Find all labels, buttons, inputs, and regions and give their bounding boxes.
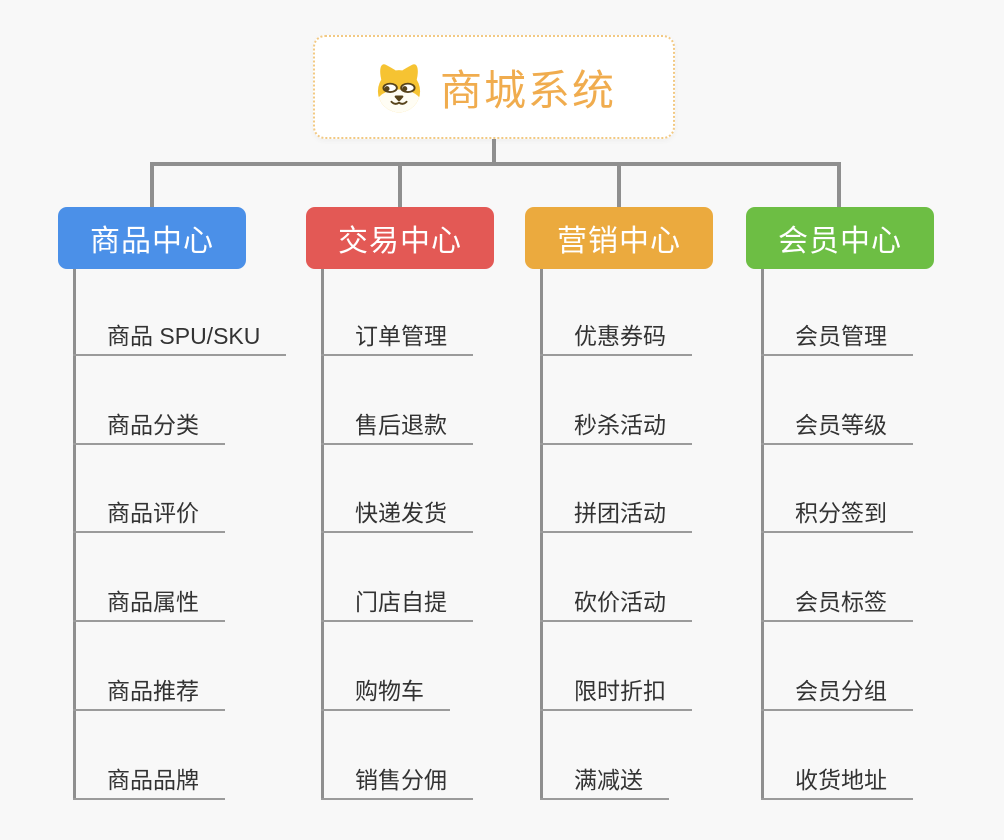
root-node[interactable]: 商城系统 <box>313 35 675 139</box>
branch-trunk <box>540 269 543 800</box>
branch-member-center: 会员中心 会员管理 会员等级 积分签到 会员标签 会员分组 收货地址 <box>746 207 934 800</box>
leaf-node[interactable]: 优惠券码 <box>540 323 692 356</box>
leaf-node[interactable]: 会员等级 <box>761 412 913 445</box>
branch-node[interactable]: 营销中心 <box>525 207 713 269</box>
doge-dog-icon <box>372 60 426 114</box>
leaf-node[interactable]: 会员标签 <box>761 589 913 622</box>
connector-drop-4 <box>837 162 841 208</box>
branch-node[interactable]: 交易中心 <box>306 207 494 269</box>
branch-trunk <box>321 269 324 800</box>
leaf-node[interactable]: 拼团活动 <box>540 500 692 533</box>
leaf-node[interactable]: 商品分类 <box>73 412 225 445</box>
branch-product-center: 商品中心 商品 SPU/SKU 商品分类 商品评价 商品属性 商品推荐 商品品牌 <box>58 207 287 800</box>
leaf-node[interactable]: 会员分组 <box>761 678 913 711</box>
root-title: 商城系统 <box>439 66 616 114</box>
leaf-node[interactable]: 积分签到 <box>761 500 913 533</box>
leaf-node[interactable]: 商品 SPU/SKU <box>73 323 287 356</box>
branch-node[interactable]: 商品中心 <box>58 207 246 269</box>
branch-trunk <box>73 269 76 800</box>
leaf-node[interactable]: 销售分佣 <box>321 767 473 800</box>
connector-drop-3 <box>617 162 621 208</box>
leaf-node[interactable]: 订单管理 <box>321 323 473 356</box>
connector-root-drop <box>492 139 496 166</box>
leaf-node[interactable]: 快递发货 <box>321 500 473 533</box>
leaf-node[interactable]: 商品推荐 <box>73 678 225 711</box>
connector-bus <box>150 162 840 166</box>
leaf-node[interactable]: 限时折扣 <box>540 678 692 711</box>
leaf-node[interactable]: 秒杀活动 <box>540 412 692 445</box>
branch-trade-center: 交易中心 订单管理 售后退款 快递发货 门店自提 购物车 销售分佣 <box>306 207 494 800</box>
leaf-node[interactable]: 商品评价 <box>73 500 225 533</box>
leaf-node[interactable]: 商品属性 <box>73 589 225 622</box>
leaf-node[interactable]: 门店自提 <box>321 589 473 622</box>
leaf-node[interactable]: 购物车 <box>321 678 450 711</box>
connector-drop-1 <box>150 162 154 208</box>
leaf-node[interactable]: 商品品牌 <box>73 767 225 800</box>
branch-node[interactable]: 会员中心 <box>746 207 934 269</box>
leaf-node[interactable]: 收货地址 <box>761 767 913 800</box>
branch-marketing-center: 营销中心 优惠券码 秒杀活动 拼团活动 砍价活动 限时折扣 满减送 <box>525 207 713 800</box>
leaf-node[interactable]: 砍价活动 <box>540 589 692 622</box>
leaf-node[interactable]: 满减送 <box>540 767 669 800</box>
connector-drop-2 <box>398 162 402 208</box>
leaf-node[interactable]: 售后退款 <box>321 412 473 445</box>
leaf-node[interactable]: 会员管理 <box>761 323 913 356</box>
branch-trunk <box>761 269 764 800</box>
